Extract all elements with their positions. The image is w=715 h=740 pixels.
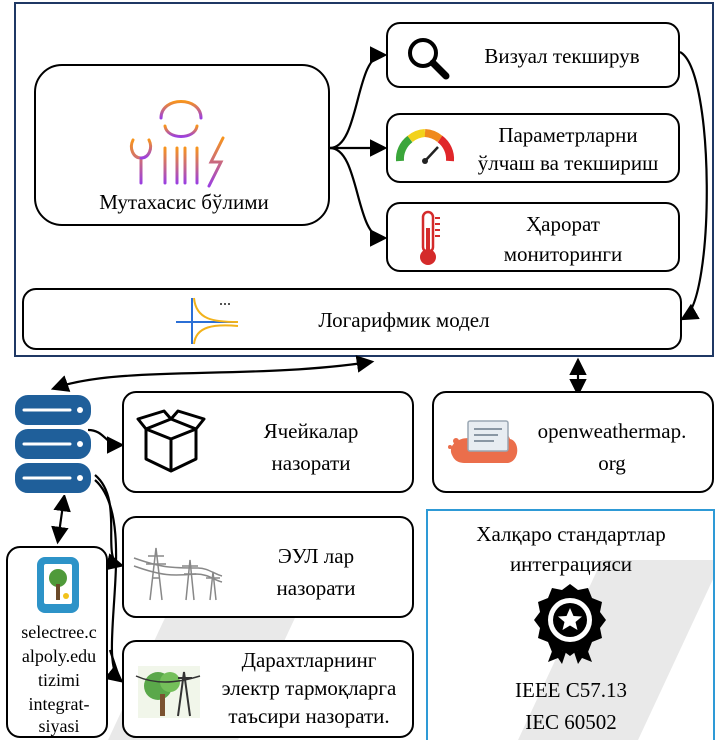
temperature-monitoring-line1: Ҳарорат <box>526 212 600 236</box>
gauge-icon <box>395 129 455 164</box>
magnifier-icon <box>408 38 450 80</box>
openweathermap-line2: org <box>598 451 626 475</box>
standards-title-line2: интеграцияси <box>509 552 633 576</box>
selectree-line-2: alpoly.edu <box>21 646 97 666</box>
selectree-line-5: siyasi <box>38 716 80 736</box>
database-icon <box>13 393 93 495</box>
openweathermap-logo <box>448 420 518 463</box>
trees-impact-line1: Дарахтларнинг <box>241 648 377 672</box>
selectree-app-icon <box>37 557 79 613</box>
specialist-label: Мутахасис бўлими <box>99 190 269 214</box>
power-lines-control-line1: ЭУЛ лар <box>277 544 355 568</box>
cells-control-line1: Ячейкалар <box>263 419 359 443</box>
standard-ieee: IEEE C57.13 <box>515 678 627 702</box>
trees-impact-control-box: Дарахтларнинг электр тармоқларга таъсири… <box>122 640 414 738</box>
selectree-line-1: selectree.c <box>21 622 97 642</box>
standards-title-line1: Халқаро стандартлар <box>476 522 666 546</box>
parameter-measurement-box: Параметрларни ўлчаш ва текшириш <box>386 113 680 183</box>
trees-impact-line2: электр тармоқларга <box>221 676 397 700</box>
power-lines-control-line2: назорати <box>276 576 356 600</box>
tree-powerline-icon <box>135 666 201 718</box>
temperature-monitoring-box: Ҳарорат мониторинги <box>386 202 680 272</box>
parameter-measurement-line1: Параметрларни <box>498 123 638 147</box>
engineer-icon <box>129 98 225 188</box>
temperature-monitoring-line2: мониторинги <box>503 242 623 266</box>
logarithmic-model-label: Логарифмик модел <box>318 308 490 332</box>
thermometer-icon <box>420 210 440 265</box>
trees-impact-line3: таъсири назорати. <box>228 704 390 728</box>
selectree-integration-box: selectree.c alpoly.edu tizimi integrat- … <box>6 546 108 738</box>
openweathermap-line1: openweathermap. <box>537 419 687 443</box>
log-curve-icon <box>176 297 239 345</box>
cells-control-line2: назорати <box>271 451 351 475</box>
selectree-line-4: integrat- <box>28 694 90 714</box>
certificate-badge-icon <box>534 584 606 664</box>
visual-inspection-box: Визуал текширув <box>386 22 680 88</box>
cells-control-box: Ячейкалар назорати <box>122 391 414 493</box>
power-lines-control-box: ЭУЛ лар назорати <box>122 516 414 618</box>
openweathermap-box: openweathermap. org <box>432 391 714 493</box>
power-lines-icon <box>133 547 223 601</box>
standards-section-frame <box>426 509 715 740</box>
visual-inspection-label: Визуал текширув <box>484 44 640 68</box>
specialist-department-box: Мутахасис бўлими <box>34 64 330 226</box>
logarithmic-model-box: Логарифмик модел <box>22 288 682 350</box>
selectree-line-3: tizimi <box>38 670 80 690</box>
standard-iec: IEC 60502 <box>525 710 617 734</box>
parameter-measurement-line2: ўлчаш ва текшириш <box>477 151 659 175</box>
box-icon <box>136 409 206 473</box>
